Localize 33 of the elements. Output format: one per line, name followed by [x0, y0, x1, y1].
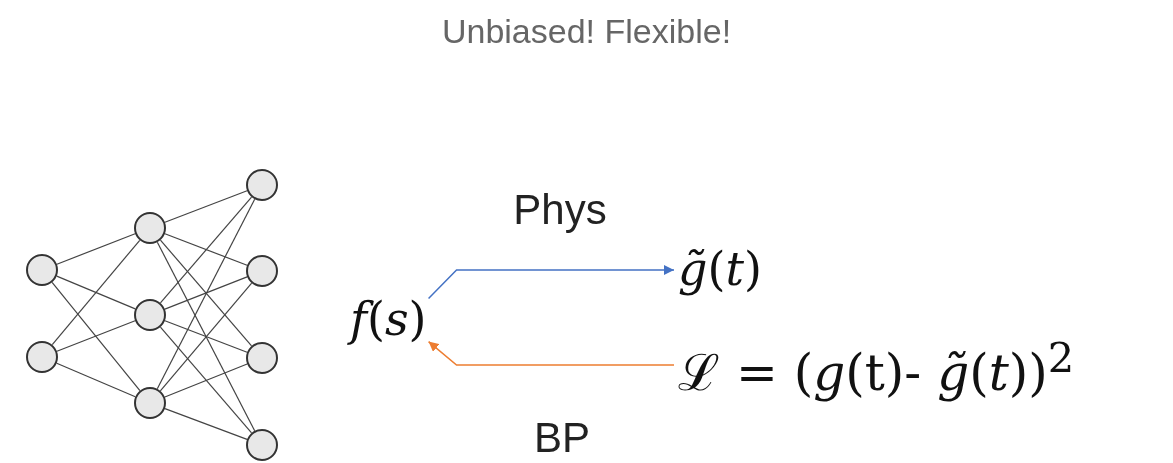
connection-line	[56, 362, 136, 398]
connection-line	[51, 239, 141, 346]
connection-line	[159, 282, 253, 392]
neuron-circle	[246, 342, 278, 374]
neuron-circle	[134, 212, 166, 244]
connection-line	[164, 408, 248, 440]
connection-line	[164, 363, 248, 398]
connection-line	[164, 320, 248, 353]
neuron-circle	[134, 299, 166, 331]
connection-line	[56, 275, 136, 310]
neuron-circle	[246, 429, 278, 461]
neuron-circle	[26, 254, 58, 286]
connection-line	[164, 233, 248, 266]
math-formula: ℒ = (g(t)- g̃(t))$^{2}$	[608, 322, 1168, 414]
neuron-circle	[246, 169, 278, 201]
connection-line	[164, 190, 248, 223]
neuron-circle	[26, 341, 58, 373]
arrow	[427, 340, 675, 366]
connection-line	[156, 241, 256, 432]
neuron-circle	[134, 387, 166, 419]
connection-line	[56, 320, 136, 352]
connection-line	[51, 281, 141, 392]
neuron-circle	[246, 255, 278, 287]
arrow	[427, 265, 675, 300]
math-formula: g̃(t)	[608, 238, 808, 302]
title-text: Unbiased! Flexible!	[441, 12, 732, 50]
connection-line	[159, 239, 253, 347]
connection-line	[156, 198, 256, 390]
connection-line	[164, 276, 248, 310]
connection-line	[56, 233, 136, 265]
connection-line	[159, 326, 253, 434]
connection-line	[159, 196, 253, 304]
math-formula: f(s)	[345, 262, 508, 378]
